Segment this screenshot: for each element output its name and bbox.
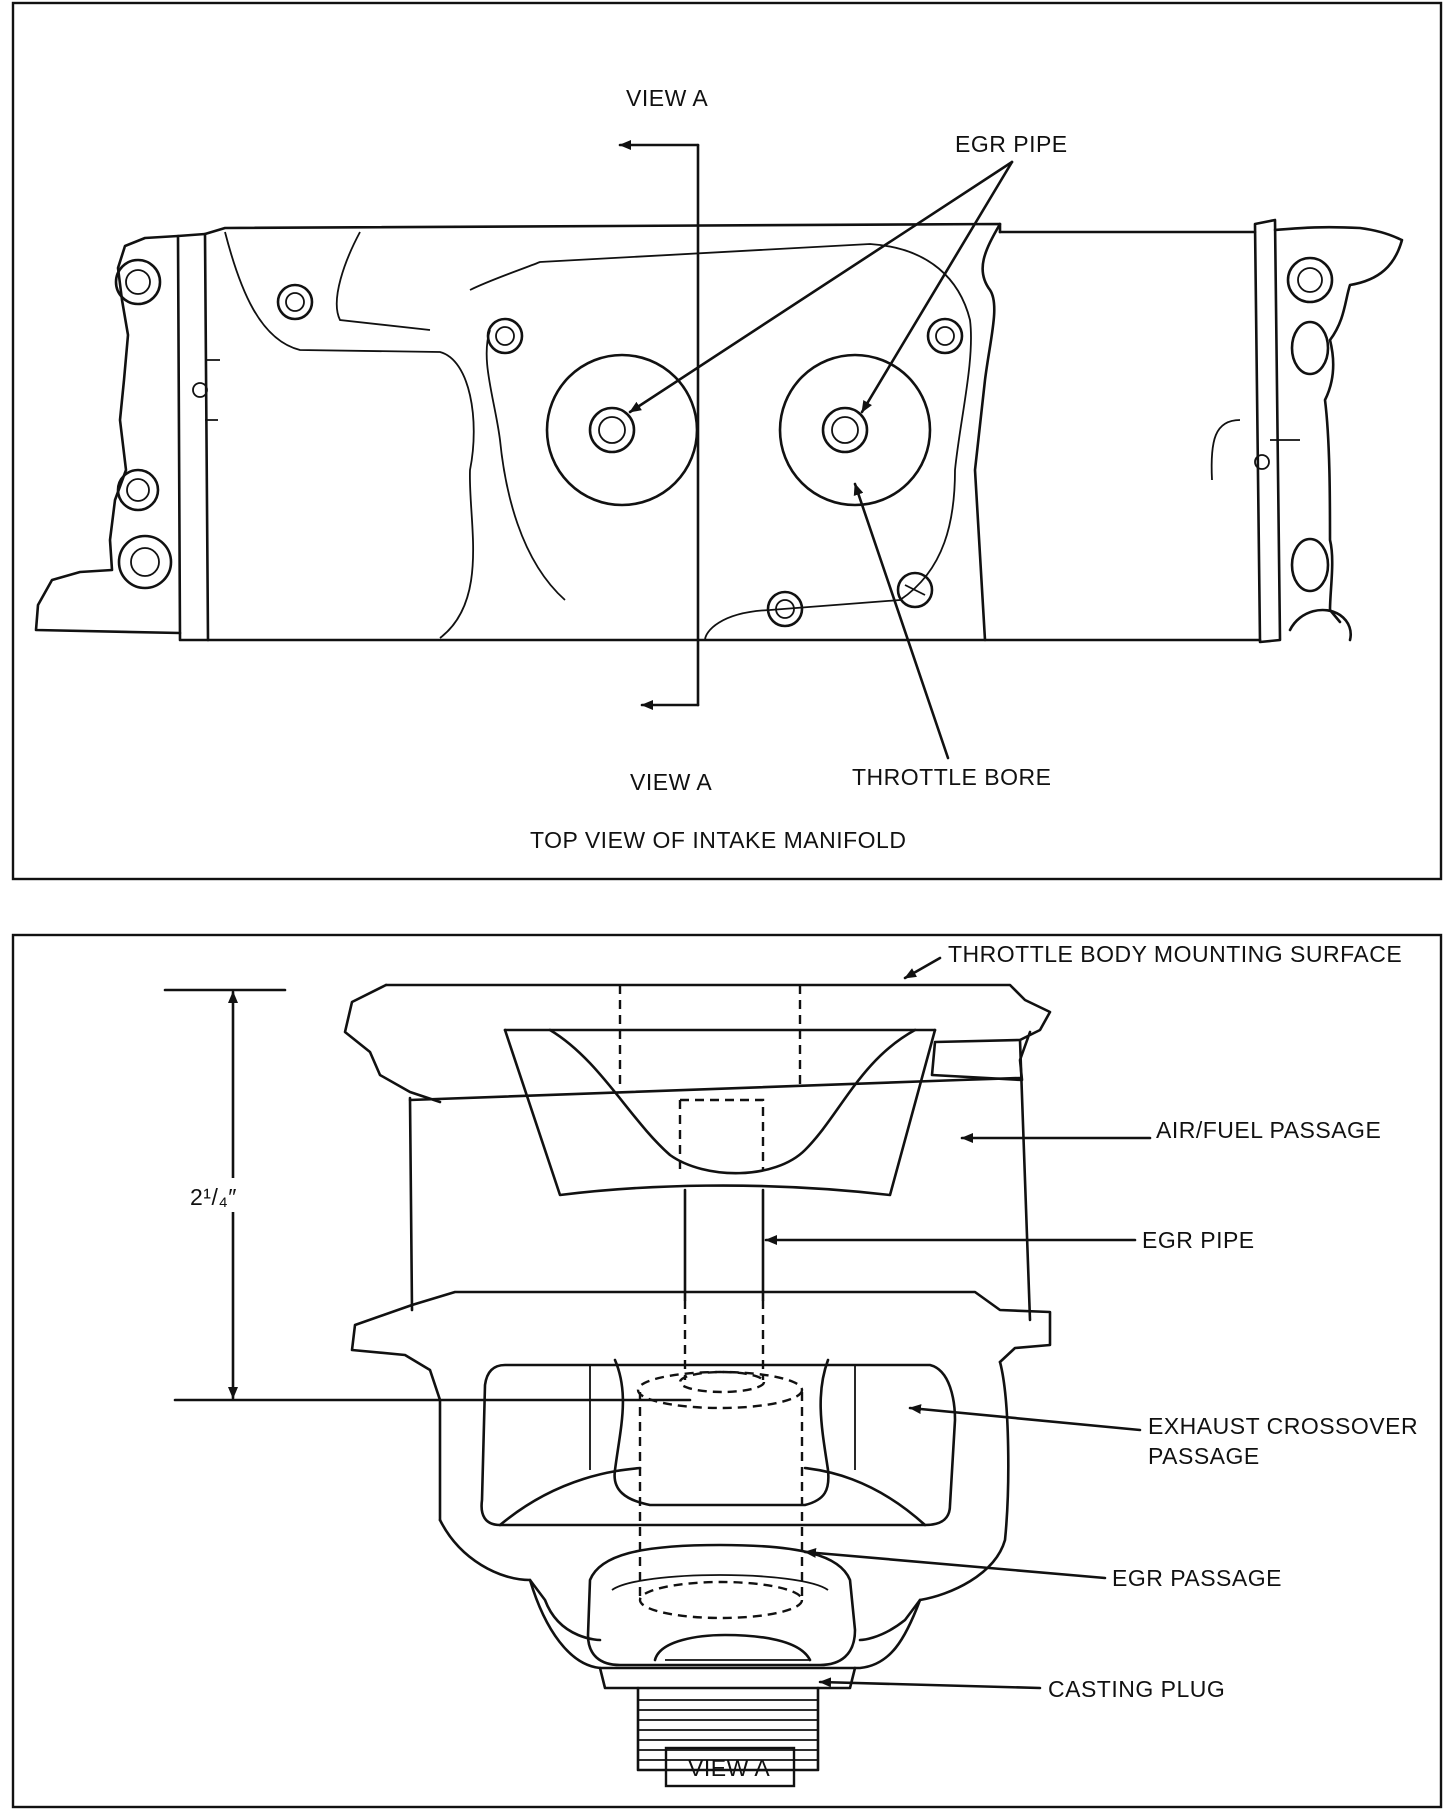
view-a-box xyxy=(664,1746,796,1788)
top-view-caption: TOP VIEW OF INTAKE MANIFOLD xyxy=(530,827,906,853)
manifold-cross-section xyxy=(343,983,1052,1772)
top-view-panel: VIEW A EGR PIPE VIEW A THROTTLE BORE TOP… xyxy=(11,1,1443,881)
top-panel-frame xyxy=(11,1,1443,881)
casting-plug-label: CASTING PLUG xyxy=(1048,1676,1225,1702)
view-a-panel: 2¹/₄″ xyxy=(11,933,1443,1809)
throttle-bore-left xyxy=(545,353,699,507)
egr-pipe-label-bottom: EGR PIPE xyxy=(1142,1227,1255,1253)
bottom-panel-frame xyxy=(11,933,1443,1809)
mounting-surface-label: THROTTLE BODY MOUNTING SURFACE xyxy=(948,941,1402,967)
intake-manifold-top-view xyxy=(34,218,1404,644)
bottom-leaders xyxy=(764,956,1152,1690)
view-a-caption: VIEW A xyxy=(688,1755,770,1781)
air-fuel-passage-label: AIR/FUEL PASSAGE xyxy=(1156,1117,1381,1143)
view-a-label-top: VIEW A xyxy=(626,85,708,111)
exhaust-crossover-label-line2: PASSAGE xyxy=(1148,1443,1260,1469)
dimension-label: 2¹/₄″ xyxy=(190,1184,237,1210)
view-a-label-bottom: VIEW A xyxy=(630,769,712,795)
egr-pipe-label-top: EGR PIPE xyxy=(955,131,1068,157)
throttle-bore-right xyxy=(778,353,932,507)
exhaust-crossover-label-line1: EXHAUST CROSSOVER xyxy=(1148,1413,1418,1439)
egr-passage-label: EGR PASSAGE xyxy=(1112,1565,1282,1591)
section-line-view-a xyxy=(618,140,700,710)
throttle-bore-label: THROTTLE BORE xyxy=(852,764,1051,790)
top-leaders xyxy=(628,160,1014,760)
